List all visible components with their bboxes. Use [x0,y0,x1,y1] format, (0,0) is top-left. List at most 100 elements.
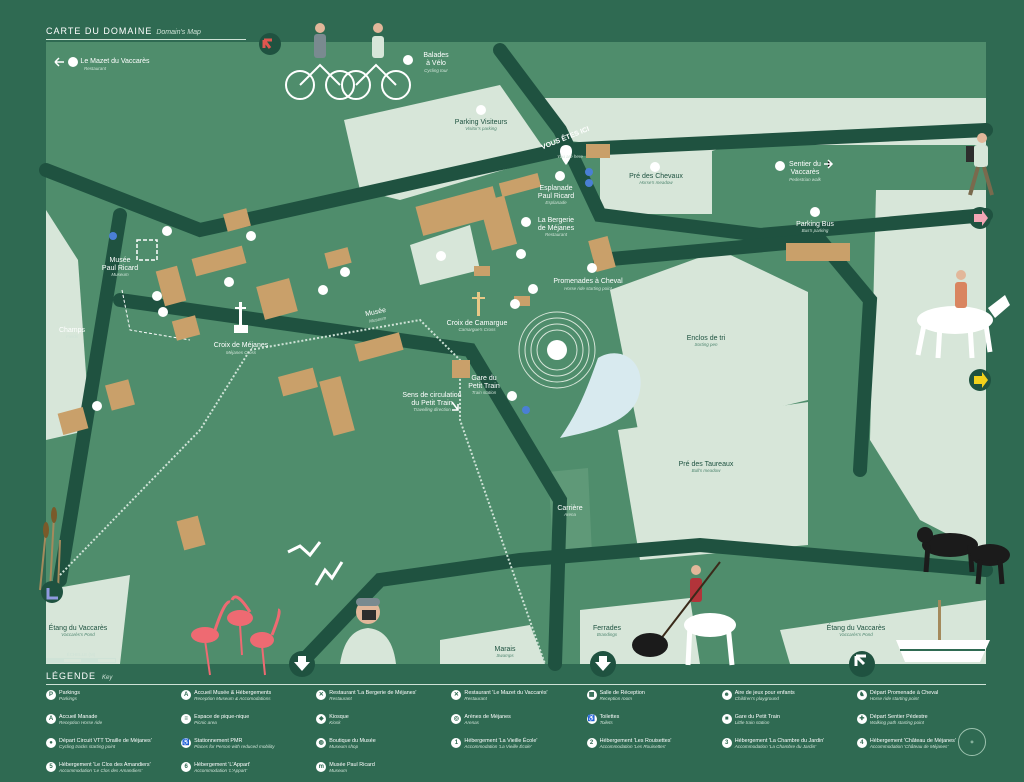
legend-item-label: Hébergement 'Les Rouisettes' [599,738,672,744]
nav-arrow-north-icon[interactable] [262,38,272,49]
esplanade-label-2: Paul Ricard [538,193,574,200]
cyclists-illustration [285,23,411,100]
bergerie-restaurant-icon[interactable] [521,217,531,227]
pre-chevaux-label: Pré des Chevaux [629,173,683,180]
legend-item-icon: A [46,714,56,724]
mazet-label: Le Mazet du Vaccarès [80,58,150,65]
you-are-here-sub: You are here [557,154,583,159]
shop-icon[interactable] [162,226,172,236]
photographer-illustration [340,598,396,664]
legend-item-translation: Museum shop [329,744,359,749]
etang-right-label: Étang du Vaccarès [827,623,886,632]
restaurant-icon[interactable] [68,57,78,67]
musee-road-label: Musée [365,307,387,318]
title-underline [46,39,246,40]
legend-item-icon: ✚ [856,714,867,724]
sentier-label-2: Vaccarès [791,169,820,176]
legend-title-fr: LÉGENDE [46,671,97,681]
parking-icon[interactable] [476,105,486,115]
legend-item-label: Kiosque [329,714,349,720]
legend-item-icon: 3 [721,738,732,748]
you-are-here-pin-icon[interactable] [560,145,572,165]
pond [560,353,641,438]
pmr-icon-1[interactable] [585,168,593,176]
legend-item-text: Hébergement 'La Chambre du Jardin'Accomm… [735,738,825,749]
train-icon[interactable] [507,391,517,401]
pre-des-chevaux-field [600,150,712,214]
parking-bus-icon[interactable] [810,207,820,217]
scale-label: ÉCHELLE (M) [66,652,96,657]
legend-item-icon: 2 [586,738,597,748]
sentier-label-1: Sentier du [789,161,821,168]
marais-sub: Swamps [496,653,514,658]
accommodation-2-icon[interactable] [246,231,256,241]
reception-icon[interactable] [555,171,565,181]
legend-item-icon: ▦ [586,690,597,700]
toilets-icon[interactable] [152,291,162,301]
nav-arrow-southeast-icon[interactable] [854,654,866,666]
pmr-icon-3[interactable] [109,232,117,240]
reception-room-icon[interactable] [158,307,168,317]
legend-item-label: Accueil Musée & Hébergements [194,690,272,696]
arrow-right-icon [824,159,834,169]
legend-item-translation: Restaurant [464,696,487,701]
legend-item-label: Hébergement 'La Chambre du Jardin' [734,738,825,744]
gardian-illustration [632,561,736,666]
horse-ride-icon[interactable] [587,263,597,273]
legend-item-label: Boutique du Musée [329,738,376,744]
legend-item-icon: 6 [181,762,192,772]
nav-arrow-east-yellow-icon[interactable] [974,372,988,388]
nav-arrow-south-1-icon[interactable] [294,656,310,671]
pmr-icon-4[interactable] [522,406,530,414]
nav-arrow-east-pink-icon[interactable] [974,210,988,226]
road-ring [593,232,878,477]
musee-road-sub: Museum [369,315,387,324]
bulls-illustration [917,527,1010,585]
walker-icon[interactable] [775,161,785,171]
legend-item-text: Restaurant 'Le Mazet du Vaccarès'Restaur… [464,690,547,701]
nav-arrow-southwest-icon[interactable] [46,588,58,600]
legend-item-icon: A [181,690,192,700]
legend-item-translation: Toilets [599,720,613,725]
nav-arrow-south-2-icon[interactable] [595,656,611,671]
etang-right-sub: Vaccarès's Pond [839,632,873,637]
legend-item-label: Parkings [59,690,80,696]
accommodation-1-icon[interactable] [92,401,102,411]
manade-reception-icon[interactable] [528,284,538,294]
gare-label-2: Petit Train [468,383,500,390]
picnic-icon[interactable] [436,251,446,261]
legend-item-translation: Places for Person with reduced mobility [194,744,275,749]
playground-icon[interactable] [516,249,526,259]
parking-bus-sub: Bus's parking [802,228,829,233]
accommodation-4-icon[interactable] [224,277,234,287]
ferrades-label: Ferrades [593,625,622,632]
horse-rider-illustration [915,270,1010,359]
road-south [293,537,993,671]
legend-item-label: Restaurant 'Le Mazet du Vaccarès' [464,690,548,696]
kiosk-icon[interactable] [510,299,520,309]
croix-mejanes-label: Croix de Méjanes [214,342,269,349]
accommodation-5-icon[interactable] [318,285,328,295]
legend-item-label: Hébergement 'La Vieille École' [464,738,538,744]
museum-icon[interactable] [136,239,158,261]
flamingos-illustration [191,595,281,676]
legend-item-icon: ◎ [451,714,462,724]
legend-item-translation: Reception Horse ride [59,720,103,725]
horse-icon[interactable] [650,162,660,172]
accommodation-3-icon[interactable] [340,267,350,277]
legend-item: ●Départ Circuit VTT 'Draille de Méjanes'… [46,738,175,758]
pmr-icon-2[interactable] [585,179,593,187]
bike-icon[interactable] [403,55,413,65]
sens-label-2: du Petit Train [411,400,452,407]
